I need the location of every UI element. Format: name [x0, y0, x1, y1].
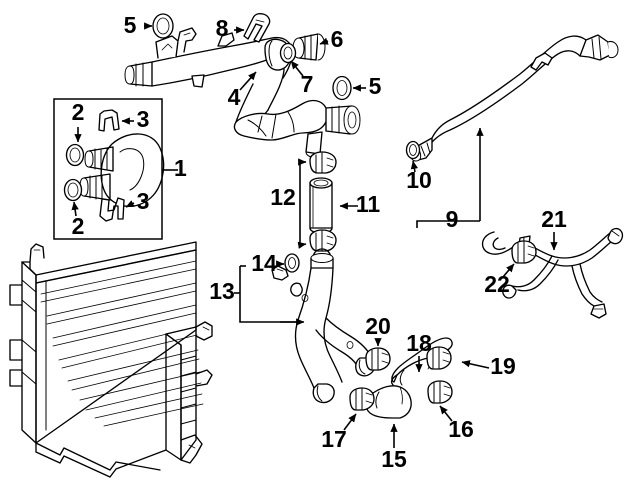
callout-number-7: 7: [301, 71, 314, 97]
callout-number-14: 14: [251, 250, 277, 276]
leader-22: [502, 263, 515, 278]
coolant-pipe-assembly-4: [124, 27, 361, 158]
callout-number-13: 13: [209, 278, 235, 304]
hose-clamp-12-lower: [309, 229, 337, 252]
callout-number-1: 1: [174, 155, 187, 181]
callout-number-22: 22: [484, 271, 510, 297]
callout-number-18: 18: [406, 330, 432, 356]
callout-number-3-upper: 3: [137, 106, 150, 132]
callout-number-20: 20: [365, 313, 391, 339]
leader-6: [319, 37, 329, 45]
retaining-clip-8: [243, 12, 271, 43]
seal-ring-14: [284, 253, 300, 273]
hose-clamp-22: [511, 240, 537, 264]
callout-number-5-upper-left: 5: [124, 12, 137, 38]
leader-12-lower-arrow: [297, 241, 307, 249]
callout-number-16: 16: [448, 416, 474, 442]
callout-number-4: 4: [228, 84, 241, 110]
hose-clamp-20: [365, 347, 391, 371]
callout-number-10: 10: [406, 167, 432, 193]
connector-pipe-6: [292, 33, 326, 61]
coolant-pipe-9: [409, 34, 619, 162]
seal-ring-upper-left: [152, 13, 174, 39]
leader-9-bracket: [416, 220, 480, 228]
coolant-hose-assembly-13: [271, 248, 376, 404]
callout-number-5-right: 5: [369, 73, 382, 99]
hose-flange-assembly-1: [53, 98, 165, 240]
callout-number-17: 17: [321, 426, 347, 452]
leader-4: [239, 71, 257, 91]
seal-ring-7: [279, 42, 297, 64]
leader-13-bracket: [239, 266, 296, 323]
leader-16: [439, 405, 453, 422]
hose-clamp-16: [427, 380, 453, 404]
leader-3-lower: [125, 200, 135, 208]
hose-sleeve-11: [309, 177, 333, 234]
radiator-core: [9, 241, 213, 478]
seal-ring-10: [405, 140, 421, 160]
leader-2-lower: [71, 201, 79, 217]
hose-clamp-17: [349, 387, 375, 411]
heater-hose-15: [365, 385, 412, 419]
callout-number-8: 8: [216, 15, 229, 41]
hose-clamp-19: [426, 346, 452, 370]
seal-ring-right: [332, 75, 352, 101]
callout-number-19: 19: [490, 353, 516, 379]
callout-number-11: 11: [356, 191, 381, 217]
leader-17: [343, 413, 357, 431]
leader-19: [461, 360, 490, 369]
callout-number-2-lower: 2: [72, 213, 85, 239]
callout-number-6: 6: [331, 26, 344, 52]
leader-7: [290, 60, 304, 77]
callout-number-15: 15: [381, 446, 407, 472]
leader-10: [410, 160, 419, 173]
callout-number-2-upper: 2: [72, 99, 85, 125]
callout-number-9: 9: [446, 206, 459, 232]
callout-number-3-lower: 3: [137, 188, 150, 214]
hose-clamp-12-upper: [309, 151, 337, 174]
callout-number-21: 21: [541, 206, 567, 232]
callout-number-12: 12: [270, 184, 296, 210]
